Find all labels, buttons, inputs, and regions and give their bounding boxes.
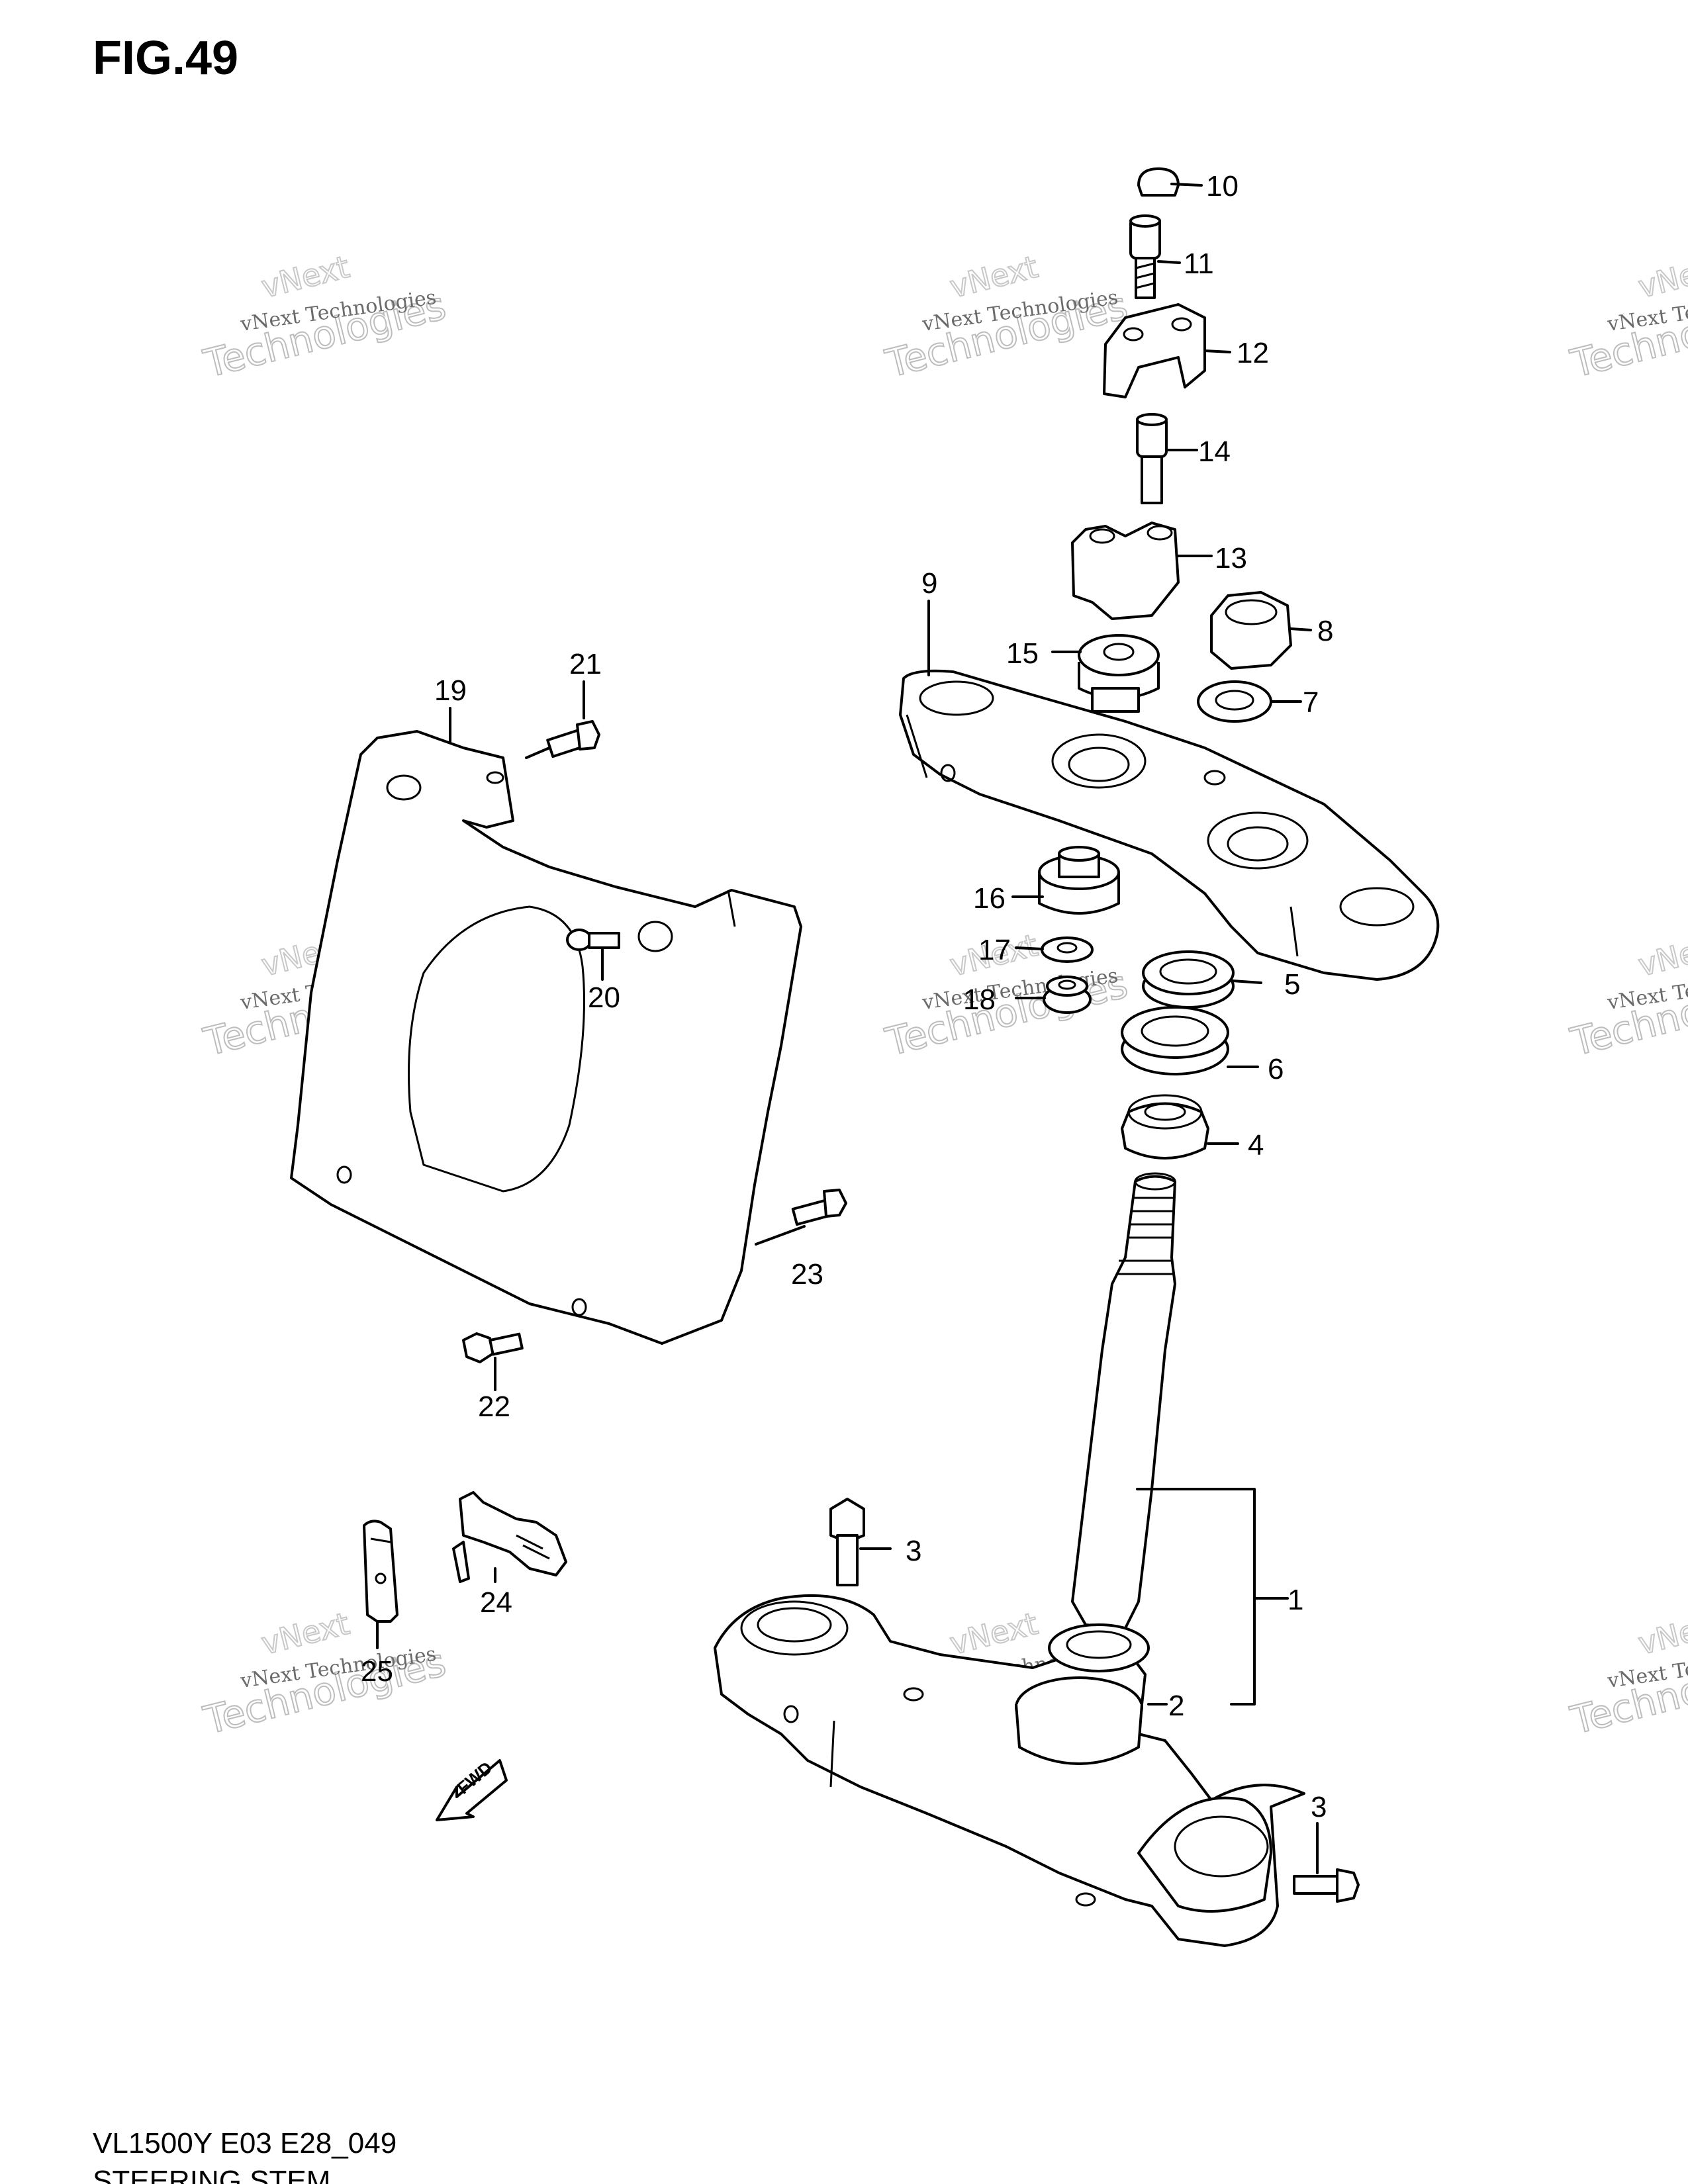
part-14-bolt: [1136, 413, 1168, 504]
callout-5: 5: [1284, 968, 1300, 1001]
callout-15: 15: [1006, 637, 1039, 670]
part-22-screw: [462, 1332, 524, 1363]
callout-17: 17: [978, 934, 1011, 966]
callout-22: 22: [478, 1390, 510, 1423]
watermark-top-center: vNext Technologies vNext Technologies: [880, 248, 1133, 387]
part-lower-bracket: [714, 1594, 1305, 1947]
svg-text:vNext: vNext: [1635, 927, 1688, 983]
part-9-upper-bracket: [899, 669, 1440, 981]
callout-24: 24: [480, 1586, 512, 1619]
part-24-lock: [452, 1491, 567, 1583]
callout-12: 12: [1237, 337, 1269, 369]
part-15-bushing: [1078, 634, 1160, 713]
svg-text:vNext: vNext: [258, 1606, 353, 1662]
part-21-screw: [546, 720, 600, 758]
part-23-screw: [791, 1189, 847, 1226]
callout-2: 2: [1168, 1690, 1184, 1722]
footer-model-code: VL1500Y E03 E28_049: [93, 2127, 397, 2160]
part-17-washer: [1041, 936, 1094, 963]
svg-text:vNext: vNext: [1635, 1606, 1688, 1662]
part-5-lock-nut: [1142, 950, 1235, 1009]
callout-6: 6: [1268, 1053, 1284, 1085]
callout-16: 16: [973, 882, 1006, 915]
svg-text:vNext: vNext: [947, 249, 1041, 305]
svg-text:vNext: vNext: [1635, 249, 1688, 305]
callout-7: 7: [1303, 686, 1319, 719]
svg-text:vNext: vNext: [947, 1606, 1041, 1662]
callout-19: 19: [434, 674, 467, 707]
callout-23: 23: [791, 1258, 823, 1291]
callout-3-lower: 3: [1311, 1791, 1327, 1823]
svg-text:vNext: vNext: [258, 249, 353, 305]
callout-13: 13: [1215, 542, 1247, 574]
callout-18: 18: [963, 983, 996, 1016]
callout-11: 11: [1184, 248, 1214, 280]
callout-10: 10: [1206, 170, 1239, 203]
part-16-bushing: [1038, 846, 1120, 915]
part-7-washer: [1197, 680, 1272, 723]
callout-14: 14: [1198, 435, 1231, 468]
callouts: 10 11 12 14 13 9 8 15 7 21 19 16 17 18 5…: [361, 170, 1333, 1823]
part-4-bearing: [1121, 1094, 1209, 1160]
svg-text:Technologies: Technologies: [1566, 283, 1688, 386]
callout-4: 4: [1248, 1129, 1264, 1161]
callout-8: 8: [1317, 615, 1333, 647]
figure-title: FIG.49: [93, 32, 238, 85]
part-3-bolt-lower: [1293, 1868, 1360, 1903]
callout-25: 25: [361, 1655, 393, 1688]
part-6-dust-seal: [1121, 1006, 1229, 1075]
part-19-cover: [290, 730, 802, 1345]
fwd-arrow-icon: FWD: [436, 1758, 508, 1821]
watermark-top-right: vNext Technologies vNext Technologies: [1566, 248, 1688, 387]
svg-text:Technologies: Technologies: [1566, 961, 1688, 1064]
part-8-nut: [1210, 591, 1292, 670]
watermark-mid-right: vNext Technologies vNext Technologies: [1566, 927, 1688, 1066]
part-3-bolt-upper: [829, 1498, 865, 1586]
callout-20: 20: [588, 981, 620, 1014]
part-1-steering-stem: [1071, 1172, 1176, 1629]
callout-9: 9: [921, 567, 937, 600]
part-2-bearing: [1048, 1623, 1150, 1672]
footer-section-name: STEERING STEM: [93, 2165, 330, 2184]
part-25-key: [363, 1520, 399, 1623]
callout-3-upper: 3: [906, 1535, 921, 1567]
part-20-screw: [566, 929, 620, 951]
leader-lines: [376, 183, 1319, 1874]
part-10-cap: [1137, 167, 1180, 197]
part-18-nut: [1043, 976, 1092, 1014]
watermark-bottom-left: vNext Technologies vNext Technologies: [199, 1605, 451, 1744]
callout-21: 21: [569, 648, 602, 680]
watermark-top-left: vNext Technologies vNext Technologies: [199, 248, 451, 387]
part-12-upper-holder: [1103, 303, 1206, 398]
svg-text:Technologies: Technologies: [1566, 1639, 1688, 1743]
part-13-lower-holder: [1071, 522, 1180, 620]
part-11-bolt: [1129, 214, 1161, 299]
callout-1: 1: [1288, 1584, 1303, 1616]
watermark-bottom-right: vNext Technologies vNext Technologies: [1566, 1605, 1688, 1744]
